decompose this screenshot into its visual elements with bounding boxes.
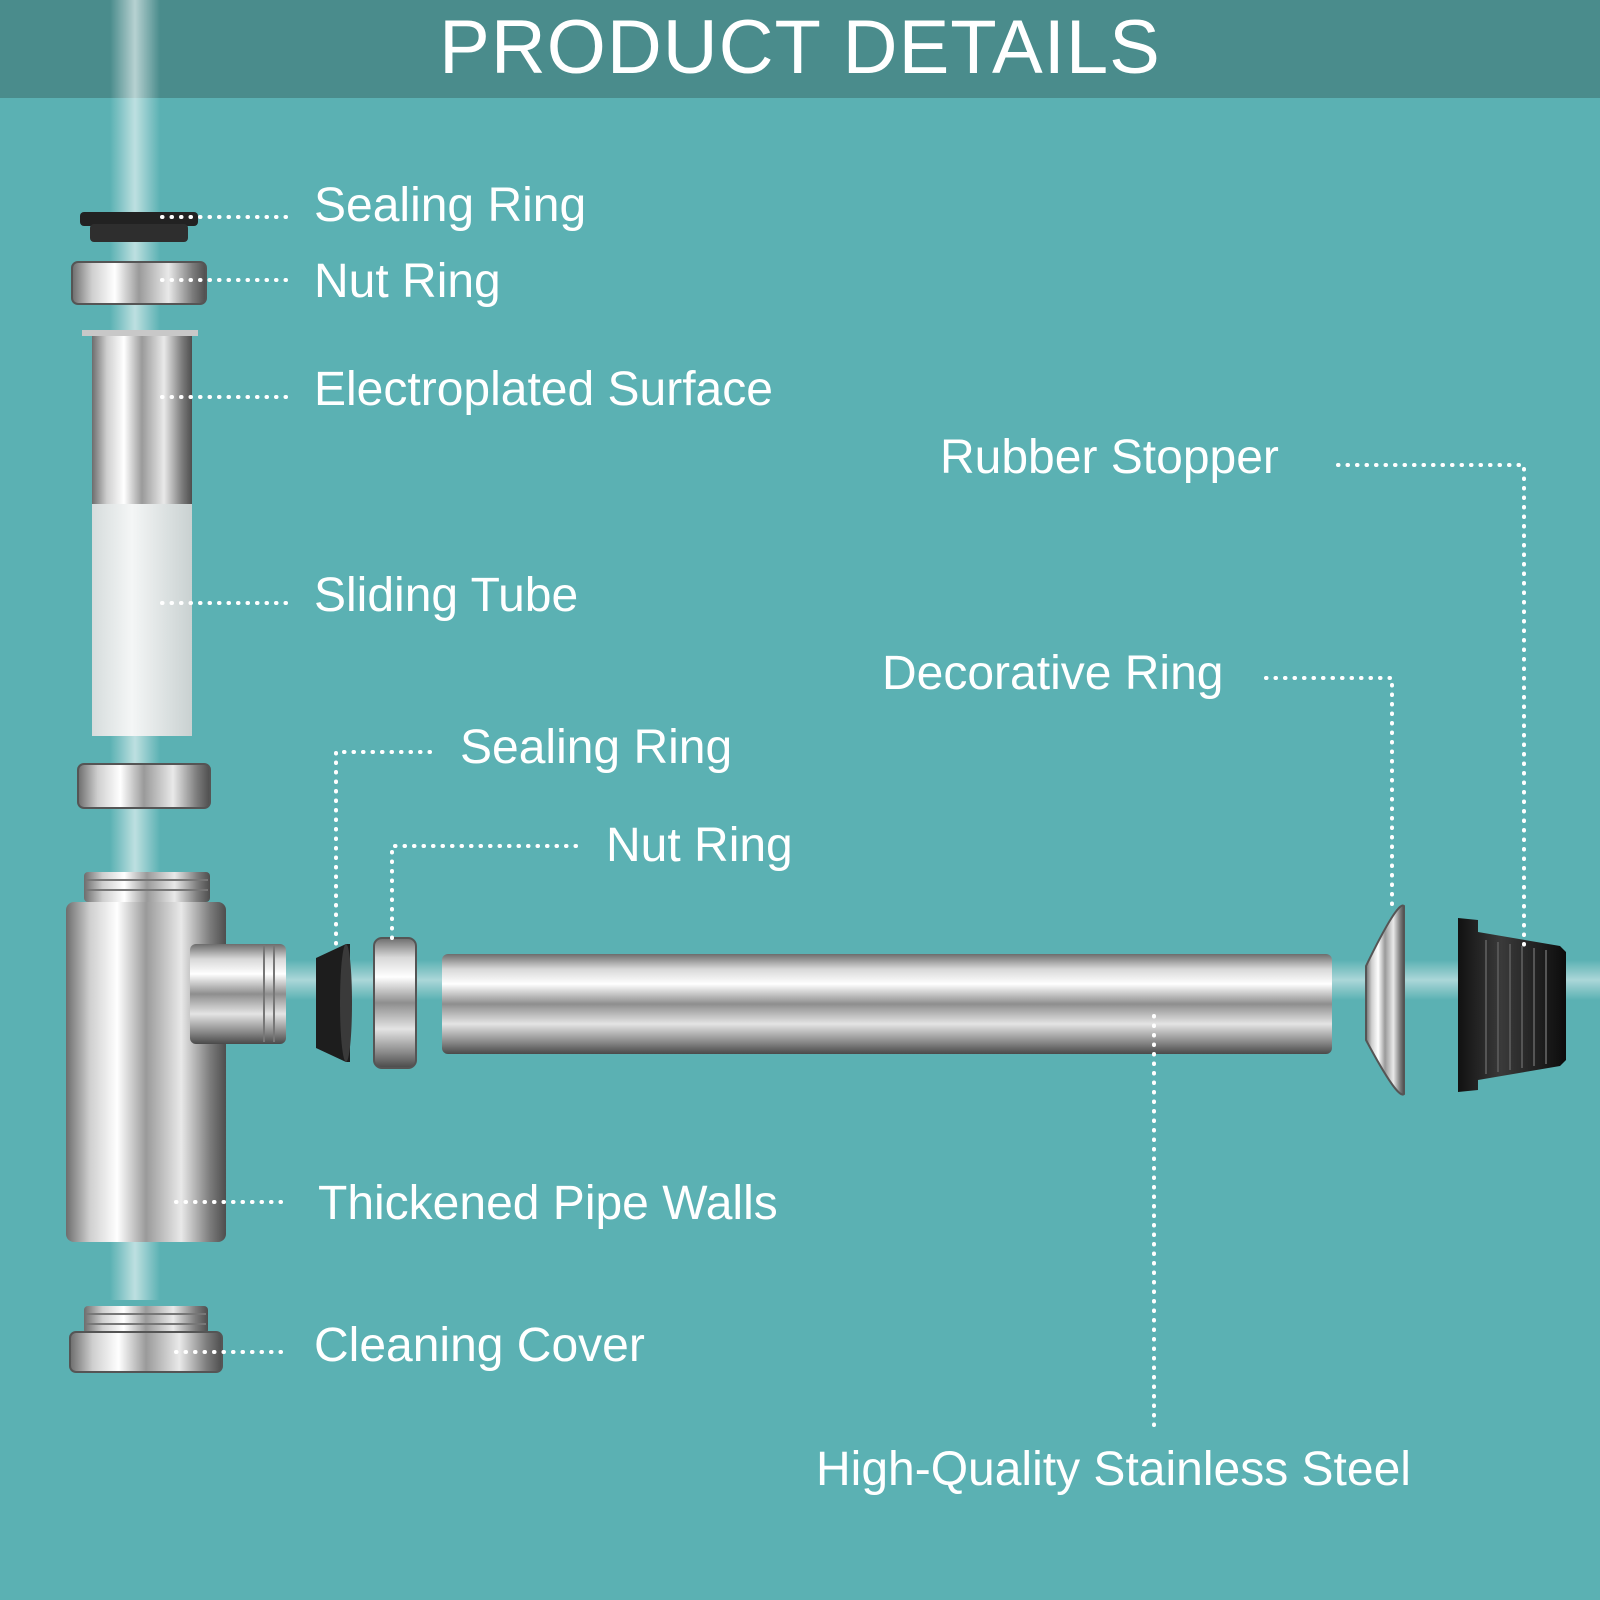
label-decorative-ring: Decorative Ring	[882, 647, 1224, 700]
leader-nut-ring-mid	[390, 844, 578, 940]
decorative-ring-part	[1365, 904, 1405, 1096]
nut-ring-mid-part	[373, 937, 417, 1069]
label-stainless-steel: High-Quality Stainless Steel	[816, 1443, 1411, 1496]
stainless-pipe-part	[442, 954, 1332, 1054]
label-electroplated-surface: Electroplated Surface	[314, 363, 773, 416]
label-nut-ring-mid: Nut Ring	[606, 819, 793, 872]
label-rubber-stopper: Rubber Stopper	[940, 431, 1279, 484]
electroplated-tube-part	[82, 330, 198, 504]
nut-ring-top-part	[71, 261, 207, 305]
leader-sealing-ring-mid	[334, 750, 432, 948]
leader-decorative-ring	[1264, 676, 1394, 910]
label-sealing-ring-top: Sealing Ring	[314, 179, 587, 232]
label-sliding-tube: Sliding Tube	[314, 569, 579, 622]
siphon-body-part	[66, 872, 286, 1242]
label-nut-ring-top: Nut Ring	[314, 255, 501, 308]
sealing-ring-top-part	[80, 212, 198, 242]
leader-rubber-stopper	[1336, 463, 1526, 954]
label-sealing-ring-mid: Sealing Ring	[460, 721, 733, 774]
label-thickened-pipe-walls: Thickened Pipe Walls	[318, 1177, 778, 1230]
sealing-ring-mid-part	[316, 944, 352, 1062]
rubber-stopper-part	[1458, 918, 1566, 1092]
sliding-tube-part	[92, 504, 192, 736]
header-bar: PRODUCT DETAILS	[0, 0, 1600, 98]
cleaning-cover-part	[69, 1306, 223, 1373]
page-title: PRODUCT DETAILS	[439, 5, 1161, 90]
label-cleaning-cover: Cleaning Cover	[314, 1319, 645, 1372]
nut-ring-lower-part	[77, 763, 211, 809]
